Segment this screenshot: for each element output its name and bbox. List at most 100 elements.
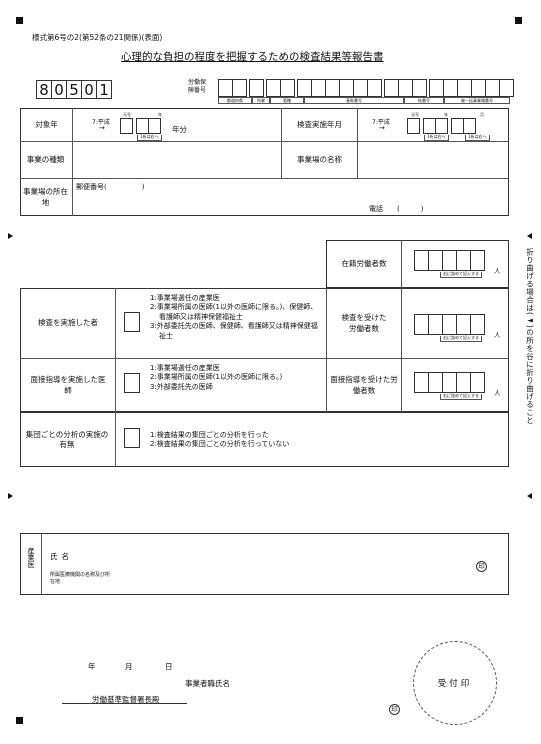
enrolled-unit: 人	[494, 267, 501, 275]
year-caption: 年	[444, 112, 448, 117]
interviewed-unit: 人	[494, 389, 501, 397]
group-analysis-label: 集団ごとの分析の実施の有無	[25, 429, 109, 449]
insurance-digit-box[interactable]	[339, 79, 354, 97]
physician-field[interactable]	[120, 543, 460, 588]
insurance-sublabel: 管轄	[270, 97, 304, 104]
registration-mark	[16, 17, 23, 24]
workplace-name-field[interactable]	[358, 142, 508, 178]
addressee-label: 労働基準監督署長殿	[92, 695, 160, 704]
fold-mark-left	[8, 493, 13, 499]
fold-mark-right	[527, 493, 532, 499]
form-code-digit: 5	[66, 80, 82, 99]
workplace-table	[20, 108, 509, 216]
group-analysis-row	[20, 412, 509, 467]
insurance-sublabel: 所掌	[252, 97, 270, 104]
physician-name-label: 氏名	[50, 552, 73, 561]
seal-icon: 印	[476, 561, 487, 572]
registration-mark	[16, 717, 23, 724]
insurance-digit-box[interactable]	[443, 79, 458, 97]
insurance-digit-box[interactable]	[485, 79, 500, 97]
enrolled-label: 在籍労働者数	[341, 259, 387, 269]
insurance-digit-box[interactable]	[232, 79, 247, 97]
insurance-digit-box[interactable]	[499, 79, 514, 97]
date-year-label: 年	[88, 662, 96, 671]
address-field[interactable]	[73, 192, 363, 214]
interview-doctor-label: 面接指導を実施した医師	[30, 375, 106, 395]
insurance-digit-box[interactable]	[266, 79, 281, 97]
month-caption: 月	[480, 112, 484, 117]
business-type-label: 事業の種類	[26, 154, 65, 164]
physician-affiliation-label: 所属医療機関の名称及び所在地	[50, 572, 111, 585]
enrolled-note: 右に詰めて記入する	[440, 271, 482, 278]
insurance-digit-box[interactable]	[398, 79, 413, 97]
physician-side-label: 産業医	[27, 547, 35, 568]
interviewed-count-input[interactable]	[414, 372, 485, 393]
phone-label: 電話 ( )	[369, 205, 424, 213]
exam-month-input[interactable]	[407, 118, 476, 134]
business-type-field[interactable]	[73, 142, 281, 178]
examined-unit: 人	[494, 331, 501, 339]
form-code: 8 0 5 0 1	[36, 80, 112, 99]
physician-table	[20, 533, 509, 595]
target-year-suffix: 年分	[172, 125, 187, 134]
group-analysis-options: 1:検査結果の集団ごとの分析を行った 2:検査結果の集団ごとの分析を行っていない	[150, 431, 289, 450]
form-title: 心理的な負担の程度を把握するための検査結果等報告書	[121, 51, 384, 63]
interview-doctor-options: 1:事業場選任の産業医 2:事業場所属の医師(1以外の医師に限る。) 3:外部委…	[150, 364, 320, 392]
insurance-number-label: 労働保険番号	[187, 79, 206, 94]
examiner-option: 3:外部委託先の医師、保健師、看護師又は精神保健福祉士	[150, 322, 318, 340]
postal-code-label: 郵便番号( )	[76, 183, 145, 191]
insurance-digit-box[interactable]	[311, 79, 326, 97]
employer-label: 事業者職氏名	[185, 679, 230, 688]
insurance-digit-box[interactable]	[280, 79, 295, 97]
insurance-digit-box[interactable]	[457, 79, 472, 97]
insurance-digit-box[interactable]	[249, 79, 264, 97]
insurance-sublabel: 都道府県	[218, 97, 252, 104]
target-year-input[interactable]	[120, 118, 161, 134]
address-label: 事業場の所在地	[23, 187, 68, 207]
interviewed-note: 右に詰めて記入する	[440, 393, 482, 400]
seal-icon: 印	[389, 704, 400, 715]
era-caption: 元号	[123, 112, 131, 117]
examiner-option: 1:事業場選任の産業医	[150, 294, 220, 302]
insurance-digit-box[interactable]	[218, 79, 233, 97]
form-code-digit: 0	[81, 80, 97, 99]
insurance-digit-box[interactable]	[384, 79, 399, 97]
enrolled-count-input[interactable]	[414, 250, 485, 271]
insurance-digit-box[interactable]	[353, 79, 368, 97]
workplace-name-label: 事業場の名称	[297, 154, 342, 164]
interview-doctor-option: 3:外部委託先の医師	[150, 382, 213, 391]
insurance-digit-box[interactable]	[367, 79, 382, 97]
interviewed-label: 面接指導を受けた労働者数	[330, 375, 398, 395]
fold-mark-right	[527, 233, 532, 239]
examined-count-input[interactable]	[414, 314, 485, 335]
examiner-option: 2:事業場所属の医師(1以外の医師に限る。)、保健師、看護師又は精神保健福祉士	[150, 303, 318, 321]
exam-month-note: 1桁は右へ	[424, 134, 449, 141]
examiner-choice-box[interactable]	[124, 312, 140, 332]
insurance-digit-box[interactable]	[471, 79, 486, 97]
insurance-digit-box[interactable]	[412, 79, 427, 97]
insurance-sublabels: 都道府県 所掌 管轄 基幹番号 枝番号 被一括事業場番号	[218, 97, 510, 104]
interview-doctor-choice-box[interactable]	[124, 373, 140, 393]
date-month-label: 月	[125, 662, 133, 671]
date-day-label: 日	[165, 662, 173, 671]
form-code-digit: 0	[51, 80, 67, 99]
examiner-options: 1:事業場選任の産業医 2:事業場所属の医師(1以外の医師に限る。)、保健師、看…	[150, 294, 320, 341]
fold-mark-left	[8, 233, 13, 239]
exam-era-label: 7:平成	[372, 119, 390, 126]
insurance-number-boxes[interactable]	[218, 79, 514, 97]
examined-note: 右に詰めて記入する	[440, 335, 482, 342]
insurance-sublabel: 被一括事業場番号	[444, 97, 510, 104]
insurance-digit-box[interactable]	[429, 79, 444, 97]
insurance-digit-box[interactable]	[325, 79, 340, 97]
year-caption: 年	[158, 112, 162, 117]
fold-instruction: 折り曲げる場合は(◄)の所を谷に折り曲げること	[525, 248, 535, 425]
exam-month-note: 1桁は右へ	[465, 134, 490, 141]
interview-doctor-option: 1:事業場選任の産業医	[150, 364, 220, 372]
form-reference: 様式第6号の2(第52条の21関係)(表面)	[32, 33, 163, 42]
target-year-note: 1桁は右へ	[137, 134, 162, 141]
insurance-digit-box[interactable]	[297, 79, 312, 97]
form-code-digit: 1	[96, 80, 112, 99]
registration-mark	[515, 17, 522, 24]
examined-label: 検査を受けた労働者数	[341, 313, 387, 333]
group-analysis-choice-box[interactable]	[124, 428, 140, 448]
